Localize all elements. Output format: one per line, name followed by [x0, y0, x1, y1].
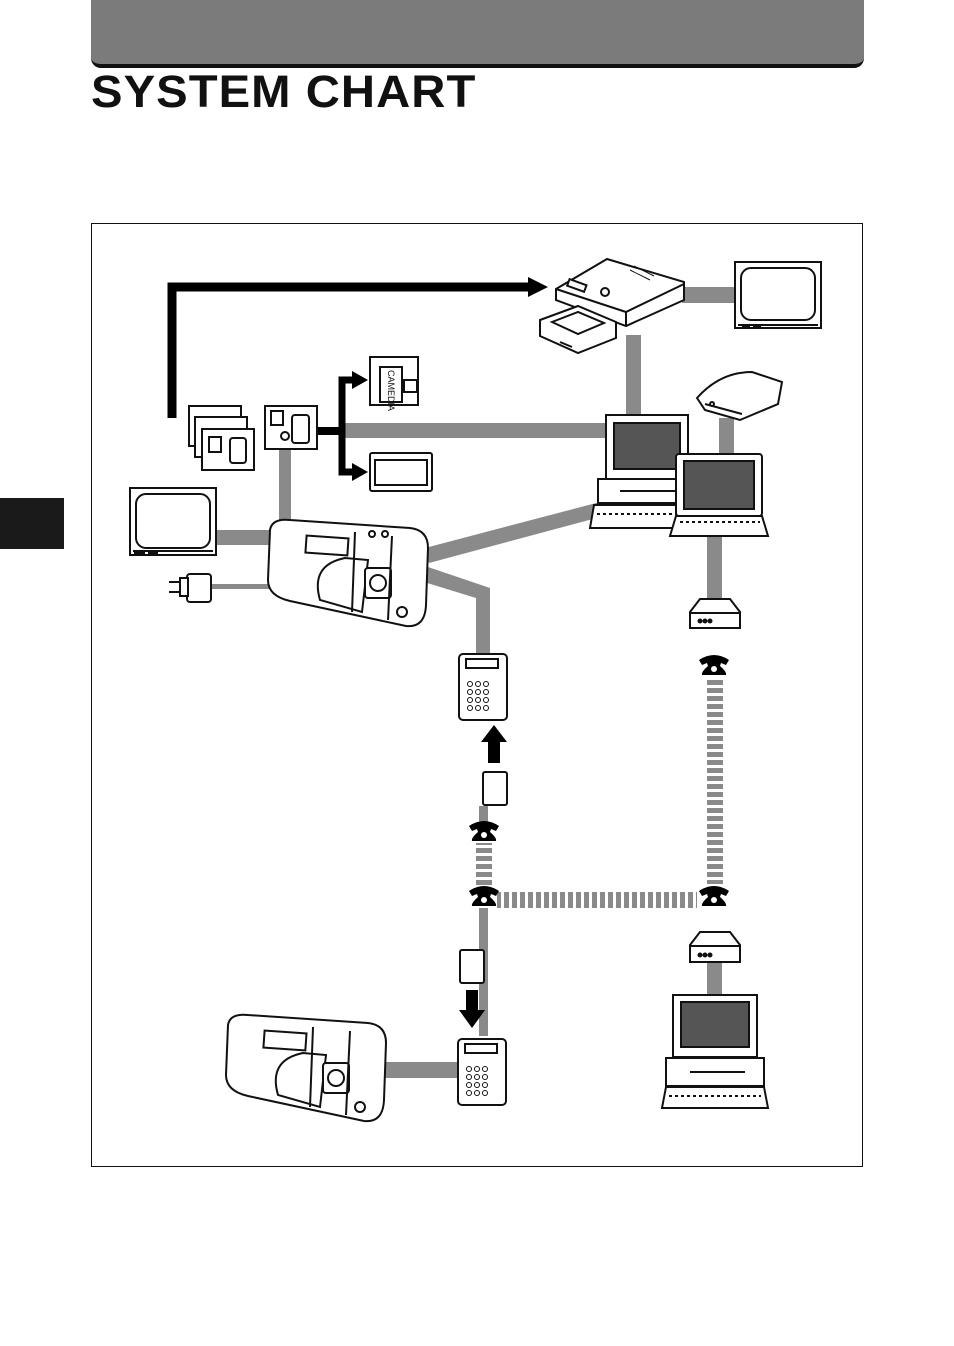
media-path-cards-printer — [172, 287, 528, 418]
cable-modem-bottom-pc — [707, 963, 722, 996]
telephone-icon — [469, 821, 499, 841]
smartmedia-cards-icon — [189, 406, 254, 470]
arrowhead-pccard — [352, 463, 368, 481]
pc-card-icon — [370, 453, 432, 491]
modem-icon — [690, 932, 740, 962]
card-reader-icon — [697, 372, 782, 420]
memory-card-icon — [483, 772, 507, 805]
card-printer-icon — [540, 259, 684, 353]
media-transfer-paths — [172, 277, 548, 1028]
ac-adapter-icon — [169, 574, 211, 602]
cable-terminal-phone-top — [479, 806, 488, 822]
upload-arrow-shaft — [488, 740, 500, 763]
cable-reader-laptop — [719, 418, 734, 458]
cable-camera-terminal-bottom — [385, 1062, 458, 1078]
laptop-computer-icon — [670, 454, 768, 536]
cable-acadapter-camera — [212, 584, 272, 589]
media-trunk — [316, 427, 342, 435]
tv-printer-icon — [735, 262, 821, 328]
cable-printer-tv — [682, 287, 736, 303]
cable-camera-terminal — [424, 567, 490, 655]
floppy-disk-label: CAMEDIA — [386, 370, 396, 411]
cable-tv-camera — [215, 530, 270, 545]
phone-line-left-vertical — [476, 843, 492, 885]
cable-floppy-desktop — [340, 423, 608, 438]
telephone-icon — [469, 886, 499, 906]
phone-line-horizontal — [497, 892, 697, 908]
upload-arrowhead — [481, 725, 507, 742]
data-terminal-icon — [459, 654, 507, 720]
digital-camera-icon — [226, 1015, 386, 1121]
tv-camera-icon — [130, 488, 216, 555]
arrowhead-floppy — [352, 371, 368, 389]
telephone-lines — [476, 678, 723, 908]
data-terminal-icon — [458, 1039, 506, 1105]
cable-laptop-modem — [707, 535, 722, 598]
cable-adapter-camera — [279, 448, 291, 523]
download-arrow-shaft — [466, 990, 478, 1013]
floppy-adapter-icon — [265, 406, 317, 449]
cable-camera-desktop — [425, 502, 604, 563]
telephone-icon — [699, 886, 729, 906]
floppy-disk-icon: CAMEDIA — [370, 357, 418, 411]
modem-icon — [690, 599, 740, 628]
memory-card-icon — [460, 950, 484, 983]
telephone-icon — [699, 655, 729, 675]
cable-printer-desktop — [626, 335, 641, 417]
digital-camera-icon — [268, 520, 428, 626]
arrowhead-printer — [528, 277, 548, 297]
phone-line-right-vertical — [707, 678, 723, 884]
desktop-computer-icon — [662, 995, 768, 1108]
